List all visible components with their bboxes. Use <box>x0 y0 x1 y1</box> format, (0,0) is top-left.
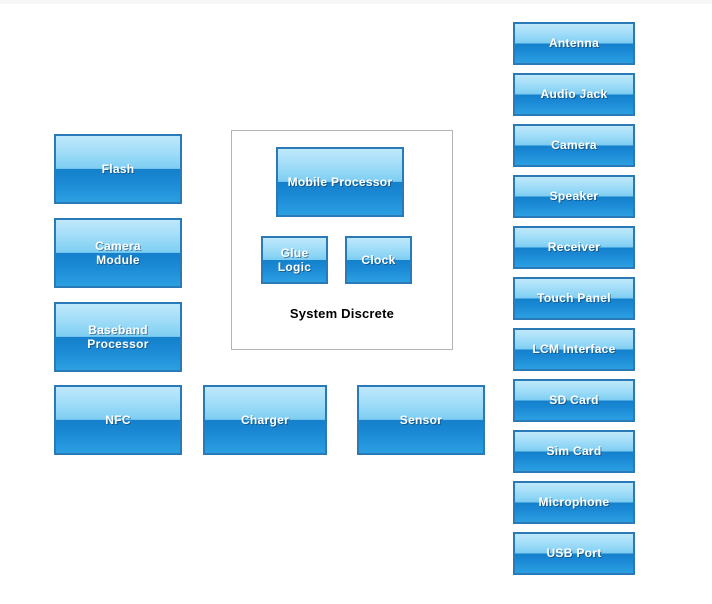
block-label: Receiver <box>547 240 601 255</box>
block-label: Module <box>96 253 140 267</box>
block-label: Clock <box>361 252 396 267</box>
block-audio-jack[interactable]: Audio Jack <box>513 73 635 116</box>
block-label: Camera <box>95 238 141 253</box>
system-discrete-caption: System Discrete <box>289 306 395 321</box>
block-antenna[interactable]: Antenna <box>513 22 635 65</box>
block-label: NFC <box>105 412 131 427</box>
block-label: Sim Card <box>546 444 602 459</box>
block-label: SD Card <box>549 393 599 408</box>
top-edge-strip <box>0 0 712 4</box>
block-label: Processor <box>87 337 149 351</box>
block-sim-card[interactable]: Sim Card <box>513 430 635 473</box>
block-microphone[interactable]: Microphone <box>513 481 635 524</box>
block-speaker[interactable]: Speaker <box>513 175 635 218</box>
block-label: Sensor <box>399 412 443 427</box>
block-label: Speaker <box>549 189 599 204</box>
block-camera[interactable]: Camera <box>513 124 635 167</box>
block-clock[interactable]: Clock <box>345 236 412 284</box>
block-label: Touch Panel <box>537 291 611 306</box>
block-label: Audio Jack <box>540 87 608 102</box>
block-lcm-interface[interactable]: LCM Interface <box>513 328 635 371</box>
block-sensor[interactable]: Sensor <box>357 385 485 455</box>
block-label: Logic <box>277 260 312 274</box>
block-label: Baseband <box>88 322 148 337</box>
block-label: Charger <box>240 412 290 427</box>
block-label: USB Port <box>546 546 602 561</box>
block-label: Camera <box>551 138 597 153</box>
block-label: Microphone <box>538 495 610 510</box>
block-nfc[interactable]: NFC <box>54 385 182 455</box>
block-mobile-processor[interactable]: Mobile Processor <box>276 147 404 217</box>
block-receiver[interactable]: Receiver <box>513 226 635 269</box>
block-label: Flash <box>101 161 135 176</box>
block-usb-port[interactable]: USB Port <box>513 532 635 575</box>
block-label: LCM Interface <box>532 342 616 357</box>
block-label: Glue <box>280 245 309 260</box>
block-touch-panel[interactable]: Touch Panel <box>513 277 635 320</box>
block-sd-card[interactable]: SD Card <box>513 379 635 422</box>
block-charger[interactable]: Charger <box>203 385 327 455</box>
block-label: Mobile Processor <box>287 174 393 189</box>
block-label: Antenna <box>548 36 600 51</box>
block-flash[interactable]: Flash <box>54 134 182 204</box>
